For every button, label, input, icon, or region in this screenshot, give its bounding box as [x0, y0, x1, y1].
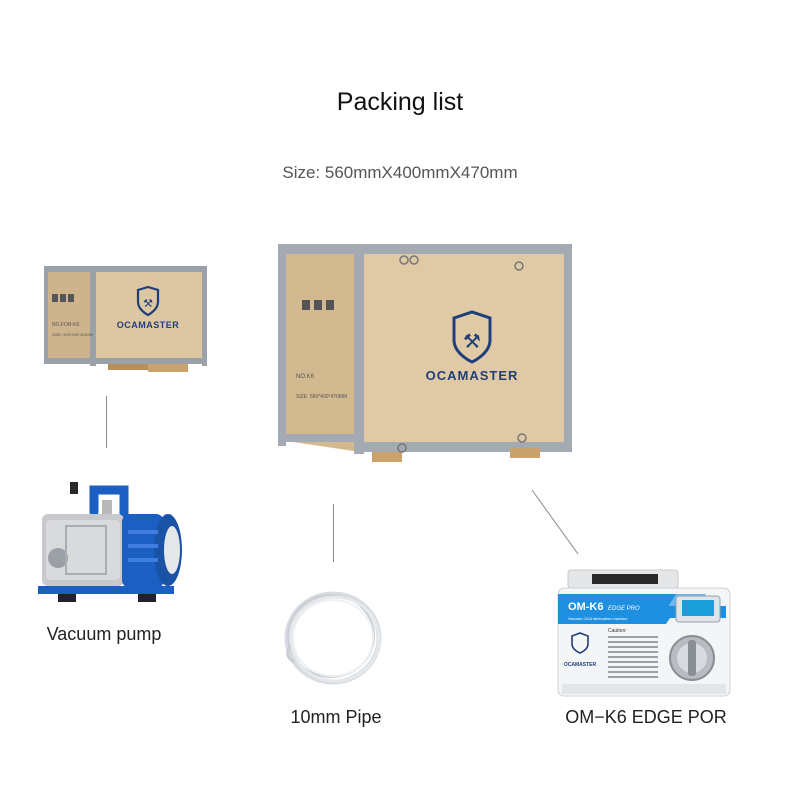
- svg-text:⚒: ⚒: [463, 331, 481, 353]
- vacuum-pump-image: [22, 474, 192, 606]
- machine-model-text: OM-K6: [568, 601, 603, 613]
- machine-desc-text: Vacuum OCA lamination machine: [568, 616, 628, 621]
- large-crate-tag-no: NO.K6: [296, 374, 315, 380]
- machine-logo-text: OCAMASTER: [564, 662, 597, 668]
- connector-line-machine: [530, 488, 582, 558]
- pipe-coil-image: [280, 586, 386, 690]
- svg-text:⚒: ⚒: [143, 298, 153, 310]
- machine-subtitle-text: EDGE PRO: [608, 606, 640, 612]
- vacuum-pump-label: Vacuum pump: [46, 624, 162, 644]
- small-crate-image: ⚒ OCAMASTER NO.FOR-K6 SIZE: 430*290*310M…: [38, 260, 210, 378]
- machine-label: OM−K6 EDGE POR: [565, 707, 727, 727]
- large-crate-image: ⚒ OCAMASTER NO.K6 SIZE: 560*400*470MM: [274, 238, 580, 470]
- machine-image: OM-K6 EDGE PRO Vacuum OCA lamination mac…: [556, 566, 732, 698]
- crate-size-text: Size: 560mmX400mmX470mm: [282, 163, 518, 182]
- small-crate-logo-text: OCAMASTER: [117, 320, 180, 330]
- large-crate-logo-text: OCAMASTER: [426, 368, 519, 383]
- page-title: Packing list: [336, 88, 464, 116]
- small-crate-tag-size: SIZE: 430*290*310MM: [52, 332, 93, 337]
- large-crate-tag-size: SIZE: 560*400*470MM: [296, 394, 347, 400]
- connector-line-pump: [106, 396, 107, 448]
- small-crate-tag-no: NO.FOR-K6: [52, 322, 79, 328]
- pipe-label: 10mm Pipe: [290, 707, 382, 727]
- machine-caution-text: Caution:: [608, 628, 627, 634]
- connector-line-pipe: [333, 504, 334, 562]
